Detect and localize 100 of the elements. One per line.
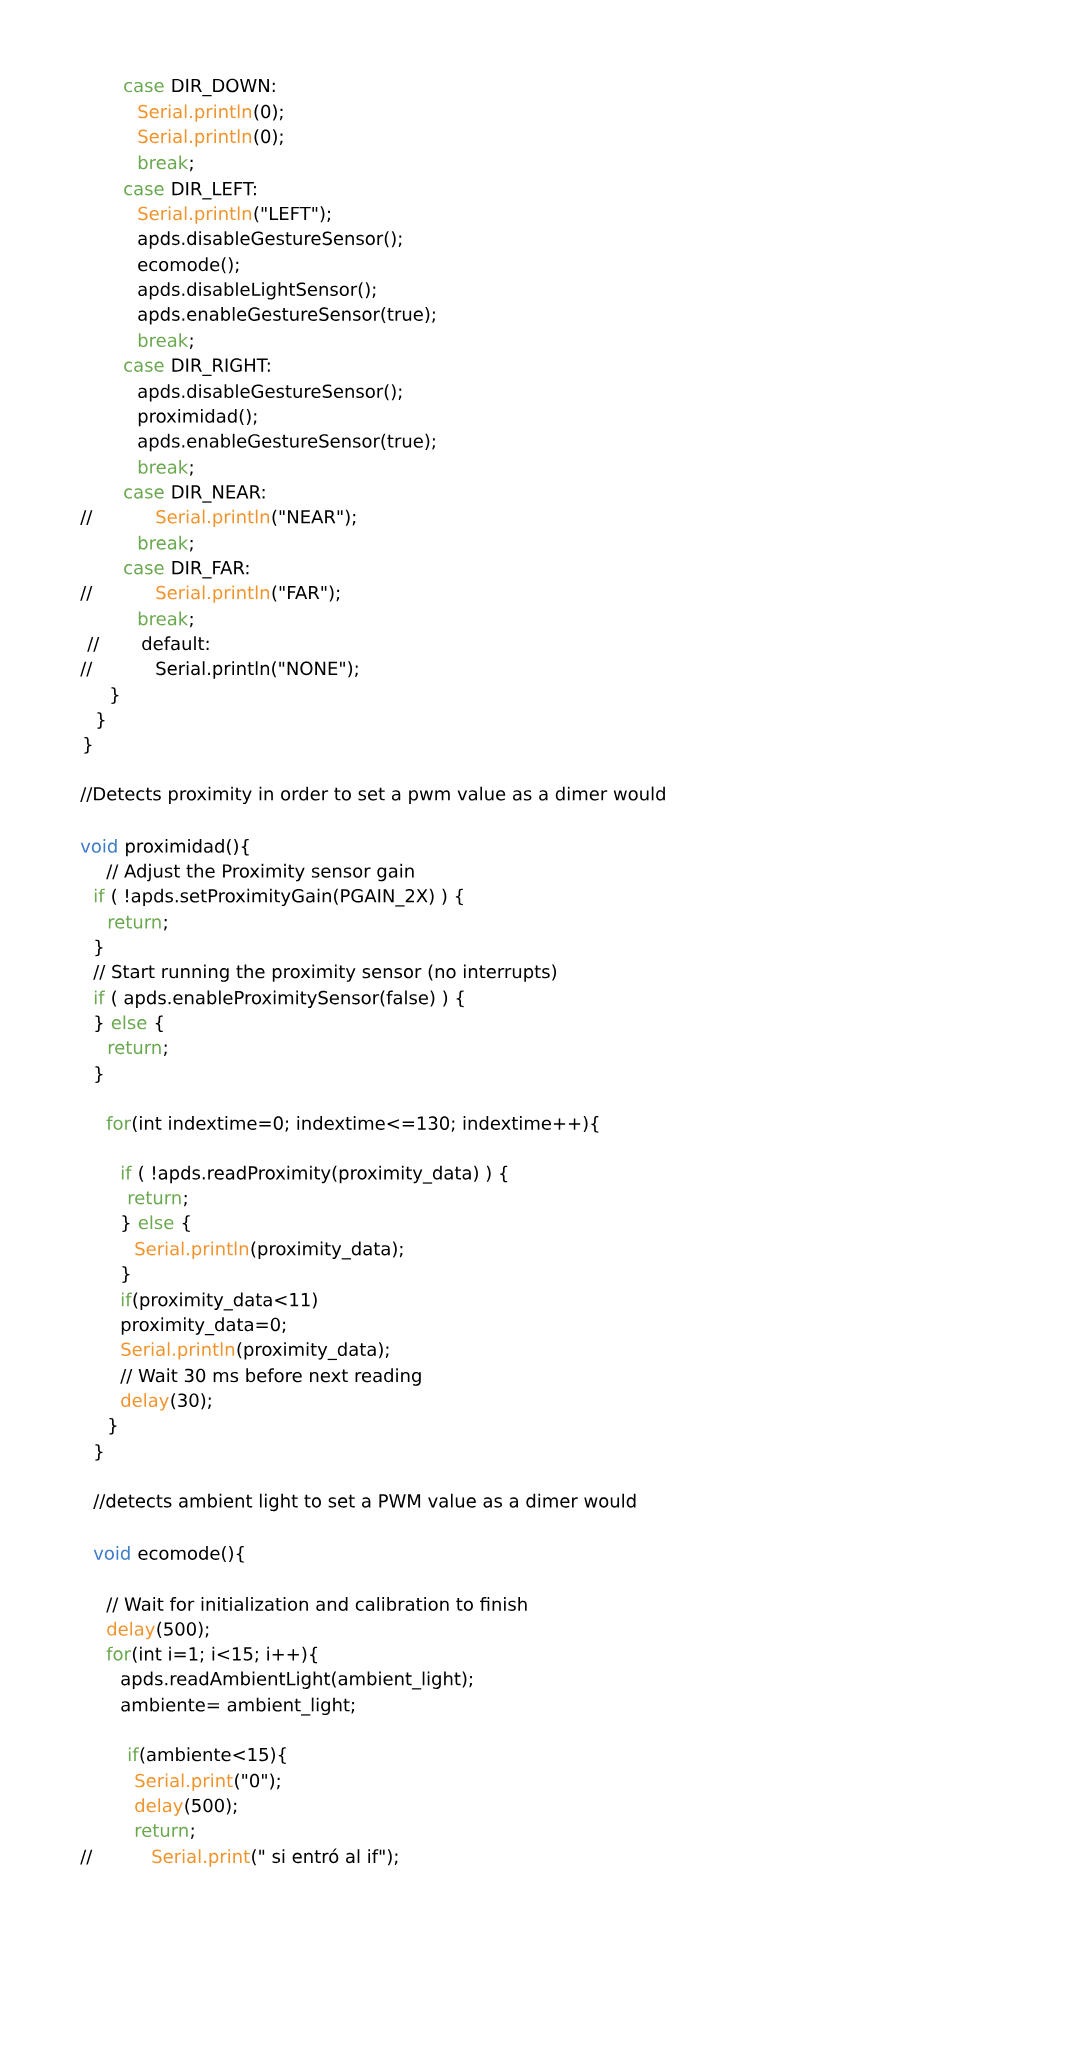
code-text: }	[122, 1215, 130, 1232]
code-text: (int indextime=0; indextime<=130; indextime++){	[132, 1116, 599, 1133]
code-text: ;	[189, 464, 193, 476]
function-name: delay	[135, 1798, 183, 1816]
code-text: (proximity_data);	[251, 1241, 403, 1260]
code-text: }	[109, 1417, 117, 1435]
function-name: Serial.print	[135, 1773, 233, 1791]
function-name: Serial.println	[135, 1241, 249, 1259]
comment-text: //detects ambient light to set a PWM value as a dimer would	[93, 1493, 636, 1512]
code-text: default:	[142, 636, 209, 651]
keyword: case	[124, 564, 164, 575]
keyword: case	[124, 488, 164, 499]
code-text: ;	[189, 337, 193, 349]
code-text: ;	[164, 1044, 167, 1056]
code-text: ;	[191, 1827, 194, 1839]
keyword: for	[106, 1646, 131, 1661]
code-text: (proximity_data<11)	[133, 1292, 317, 1311]
keyword: return	[108, 1041, 161, 1055]
code-text: DIR_RIGHT:	[172, 358, 270, 376]
function-name: Serial.println	[121, 1342, 235, 1360]
code-text: (0);	[254, 104, 283, 121]
code-text: {	[155, 1015, 163, 1033]
code-text: (ambiente<15){	[140, 1747, 286, 1764]
keyword: case	[124, 185, 164, 196]
code-text: }	[95, 1444, 103, 1461]
keyword: break	[138, 611, 189, 626]
code-text: apds.disableGestureSensor();	[138, 231, 402, 249]
keyword: case	[124, 361, 164, 372]
type-keyword: void	[93, 1546, 130, 1560]
type-keyword: void	[80, 838, 117, 853]
code-text: }	[122, 1266, 130, 1283]
function-name: Serial.println	[156, 509, 270, 528]
comment-text: //	[80, 510, 93, 525]
comment-text: // Start running the proximity sensor (no interrupts)	[93, 964, 557, 982]
code-text: ;	[189, 615, 193, 628]
keyword: for	[106, 1116, 131, 1130]
keyword: if	[94, 888, 105, 903]
comment-text: //	[80, 586, 93, 601]
code-text: proximidad();	[138, 408, 257, 427]
code-text: ;	[164, 919, 167, 931]
code-text: ("LEFT");	[254, 206, 330, 223]
code-text: (500);	[185, 1798, 237, 1815]
code-text: DIR_FAR:	[172, 561, 249, 579]
comment-text: // Wait for initialization and calibration to finish	[106, 1597, 527, 1613]
comment-text: //	[80, 661, 93, 677]
code-text: }	[111, 687, 119, 704]
keyword: if	[128, 1747, 139, 1761]
comment-text: //Detects proximity in order to set a pwm value as a dimer would	[80, 786, 665, 805]
function-name: Serial.println	[138, 129, 252, 147]
code-text: ( !apds.setProximityGain(PGAIN_2X) ) {	[112, 888, 463, 907]
code-text: (" si entró al if");	[252, 1848, 398, 1866]
comment-text: // Wait 30 ms before next reading	[120, 1368, 421, 1386]
function-name: Serial.print	[152, 1849, 250, 1867]
keyword: return	[128, 1191, 181, 1205]
keyword: else	[111, 1015, 147, 1030]
code-text: ecomode(){	[138, 1546, 244, 1563]
function-name: Serial.println	[138, 206, 252, 224]
function-name: Serial.println	[138, 104, 252, 122]
comment-text: //	[80, 1849, 93, 1865]
code-text: apds.enableGestureSensor(true);	[138, 307, 435, 325]
keyword: if	[121, 1292, 132, 1307]
keyword: break	[138, 155, 189, 170]
code-text: }	[84, 737, 92, 754]
function-name: Serial.println	[156, 585, 270, 603]
code-text: }	[97, 712, 105, 729]
code-text: ;	[189, 540, 193, 552]
code-text: apds.disableGestureSensor();	[138, 384, 402, 402]
keyword: else	[138, 1215, 174, 1230]
code-text: ("NEAR");	[272, 509, 356, 526]
code-text: ( !apds.readProximity(proximity_data) ) {	[139, 1165, 508, 1184]
keyword: break	[138, 535, 189, 550]
code-text: DIR_NEAR:	[172, 485, 265, 503]
keyword: break	[138, 333, 189, 348]
code-text: ambiente= ambient_light;	[121, 1697, 354, 1716]
keyword: case	[124, 81, 164, 93]
code-text: ;	[189, 159, 193, 172]
code-text: (0);	[254, 129, 283, 146]
code-text: ("FAR");	[272, 585, 340, 602]
code-text: DIR_LEFT:	[172, 182, 256, 200]
keyword: return	[135, 1824, 188, 1838]
code-text: ("0");	[235, 1773, 280, 1790]
function-name: delay	[107, 1621, 155, 1640]
code-text: }	[95, 939, 103, 957]
comment-text: // Adjust the Proximity sensor gain	[106, 863, 414, 882]
keyword: if	[121, 1165, 132, 1180]
code-text: proximity_data=0;	[121, 1317, 286, 1336]
code-text: apds.readAmbientLight(ambient_light);	[121, 1671, 472, 1690]
code-text: (int i=1; i<15; i++){	[132, 1646, 318, 1664]
keyword: if	[94, 990, 105, 1005]
code-text: {	[182, 1215, 190, 1232]
code-text: (500);	[157, 1621, 209, 1638]
code-text: ( apds.enableProximitySensor(false) ) {	[112, 990, 464, 1008]
comment-text: //	[87, 636, 100, 652]
code-text: }	[95, 1066, 103, 1083]
code-text: proximidad(){	[126, 838, 249, 857]
function-name: delay	[121, 1393, 169, 1411]
code-text: Serial.println("NONE");	[156, 661, 358, 679]
code-text: (30);	[171, 1393, 211, 1410]
code-text: apds.disableLightSensor();	[138, 282, 376, 300]
code-text: }	[95, 1015, 103, 1033]
